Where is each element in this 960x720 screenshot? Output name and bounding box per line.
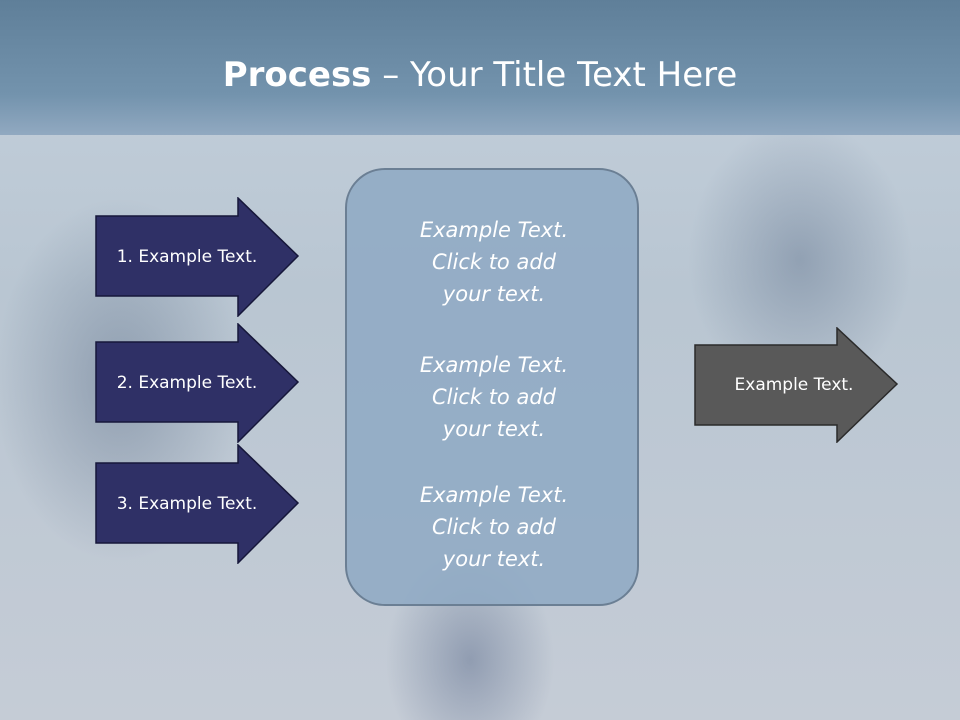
center-paragraph-1-line-3: your text.	[442, 282, 546, 306]
center-text-box[interactable]: Example Text. Click to add your text. Ex…	[345, 168, 639, 606]
output-arrow[interactable]: Example Text.	[694, 327, 899, 443]
center-paragraph-1-line-2: Click to add	[431, 250, 556, 274]
step-arrow-2-label: 2. Example Text.	[116, 373, 258, 393]
step-arrow-3-label: 3. Example Text.	[116, 494, 258, 514]
center-paragraph-3-line-1: Example Text.	[419, 483, 569, 507]
slide-title[interactable]: Process – Your Title Text Here	[0, 52, 960, 98]
center-paragraph-2-line-1: Example Text.	[419, 353, 569, 377]
center-paragraph-3-line-2: Click to add	[431, 515, 556, 539]
header-band	[0, 0, 960, 135]
step-arrow-2[interactable]: 2. Example Text.	[95, 323, 300, 443]
center-paragraph-1: Example Text. Click to add your text.	[347, 214, 641, 310]
step-arrow-3[interactable]: 3. Example Text.	[95, 444, 300, 564]
step-arrow-2-shape	[95, 323, 300, 443]
step-arrow-1-label: 1. Example Text.	[116, 247, 258, 267]
step-arrow-3-shape	[95, 444, 300, 564]
center-paragraph-2-line-2: Click to add	[431, 385, 556, 409]
center-paragraph-3: Example Text. Click to add your text.	[347, 479, 641, 575]
center-paragraph-2: Example Text. Click to add your text.	[347, 349, 641, 445]
center-paragraph-1-line-1: Example Text.	[419, 218, 569, 242]
center-paragraph-3-line-3: your text.	[442, 547, 546, 571]
output-arrow-shape	[694, 327, 899, 443]
output-arrow-label: Example Text.	[734, 375, 854, 395]
step-arrow-1[interactable]: 1. Example Text.	[95, 197, 300, 317]
center-paragraph-2-line-3: your text.	[442, 417, 546, 441]
title-rest: – Your Title Text Here	[371, 55, 738, 95]
title-bold: Process	[222, 55, 372, 95]
step-arrow-1-shape	[95, 197, 300, 317]
